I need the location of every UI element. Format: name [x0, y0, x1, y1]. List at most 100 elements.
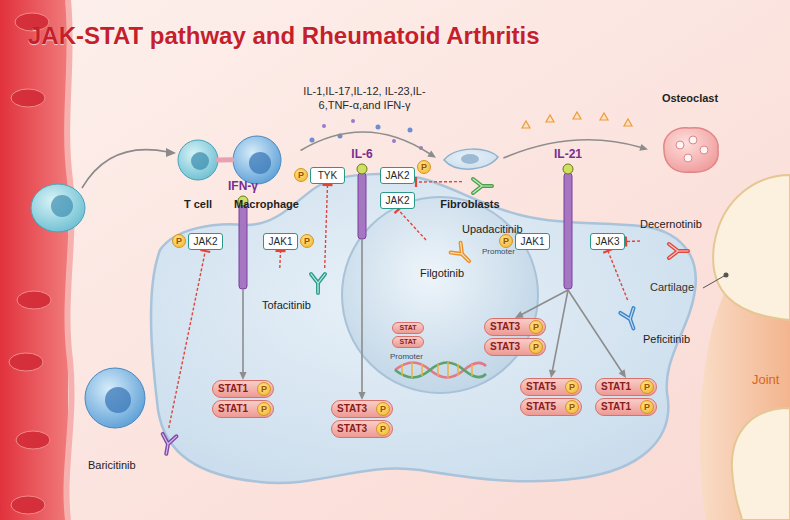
stat-protein: STAT3P: [484, 338, 546, 356]
inhibition-line: [626, 237, 640, 247]
phosphate-circle: P: [640, 400, 654, 414]
connector-line: [279, 251, 281, 268]
blue-immune-cell: [85, 368, 145, 428]
node-label: STAT3: [490, 321, 520, 333]
node-label: Osteoclast: [662, 92, 718, 105]
joint-bone: [700, 175, 790, 520]
node-label: P: [569, 383, 575, 392]
node-label: JAK3: [596, 236, 620, 248]
node-label: P: [304, 237, 310, 246]
edge-label: IL-1,IL-17,IL-12, IL-23,IL-6,TNF-α,and I…: [292, 84, 437, 113]
node-label: P: [298, 171, 304, 180]
phosphate-circle: P: [294, 168, 308, 182]
arrow-head: [619, 369, 626, 378]
node-label: P: [503, 237, 509, 246]
phosphate-circle: P: [529, 340, 543, 354]
kinase-box: TYK: [310, 167, 345, 184]
fibroblast-cell-body: [151, 174, 696, 483]
dna-helix: [395, 362, 486, 378]
t-cell-icon: [178, 140, 218, 180]
nucleus: [342, 197, 538, 393]
node-label: IL-6: [351, 148, 372, 162]
kinase-box: JAK1: [263, 233, 298, 250]
node-label: STAT1: [218, 383, 248, 395]
stat-protein: STAT1P: [212, 380, 274, 398]
node-label: P: [421, 163, 427, 172]
connector-line: [608, 251, 628, 300]
connector-line: [169, 251, 206, 428]
node-label: Peficitinib: [643, 333, 690, 346]
rankl-triangles: [522, 112, 632, 128]
connector-line: [416, 181, 462, 183]
node-label: P: [261, 405, 267, 414]
node-label: Tofacitinib: [262, 299, 311, 312]
node-label: STAT: [399, 338, 416, 346]
receptor: IFN-γ: [225, 180, 261, 290]
node-label: P: [644, 403, 650, 412]
connector-line: [626, 240, 640, 242]
node-label: P: [176, 237, 182, 246]
node-label: JAK2: [194, 236, 218, 248]
phosphate-circle: P: [376, 402, 390, 416]
connector-line: [552, 290, 568, 371]
phosphate-circle: P: [376, 422, 390, 436]
inhibition-bar: [625, 237, 628, 247]
node-label: STAT3: [337, 403, 367, 415]
node-label: P: [533, 343, 539, 352]
annotation-label: Joint: [752, 372, 779, 387]
inhibition-line: [323, 185, 333, 268]
phosphate-circle: P: [565, 380, 579, 394]
annotation-label: Cartilage: [650, 281, 694, 293]
pathway-arrow: [515, 290, 568, 318]
osteoclast-icon: [664, 128, 718, 173]
receptor: IL-6: [349, 148, 375, 240]
connector-line: [398, 210, 426, 240]
arrow-head: [427, 150, 436, 157]
node-label: STAT: [399, 324, 416, 332]
node-label: Fibroblasts: [440, 198, 499, 211]
node-label: STAT5: [526, 401, 556, 413]
node-label: Filgotinib: [420, 267, 464, 280]
node-label: P: [380, 425, 386, 434]
inhibition-line: [603, 249, 627, 300]
node-label: IFN-γ: [228, 180, 258, 194]
node-label: STAT5: [526, 381, 556, 393]
connector-line: [361, 240, 363, 393]
inhibition-line: [395, 206, 427, 240]
stat-protein: STAT1 P: [212, 400, 274, 418]
cell-icon: T cell: [178, 135, 218, 211]
macrophage-icon: [233, 136, 281, 184]
connector-line: [568, 290, 622, 372]
pathway-arrow: [568, 290, 626, 378]
node-label: Baricitinib: [88, 459, 136, 472]
migrating-cell: [31, 148, 176, 232]
stat-protein: STAT3 P: [484, 318, 546, 336]
inhibition-bar: [323, 184, 333, 187]
node-label: JAK2: [386, 195, 410, 207]
cell-contact: [218, 159, 232, 160]
inhibition-bar: [200, 250, 210, 252]
inhibition-bar: [276, 250, 286, 253]
stat-protein: STAT5 P: [520, 378, 582, 396]
stat-protein: STAT3 P: [331, 400, 393, 418]
drug-icon: Peficitinib: [612, 300, 690, 346]
phosphate-circle: P: [565, 400, 579, 414]
phosphate-circle: P: [529, 320, 543, 334]
node-label: STAT3: [337, 423, 367, 435]
annotation-label: Promoter: [482, 247, 515, 256]
cytokine-dots: [310, 119, 424, 150]
kinase-box: JAK1: [515, 233, 550, 250]
inhibition-line: [416, 177, 462, 187]
pathway-arrow: [549, 290, 568, 378]
node-label: P: [569, 403, 575, 412]
kinase-box: JAK3: [590, 233, 625, 250]
phosphate-circle: P: [300, 234, 314, 248]
node-label: P: [644, 383, 650, 392]
connector-line: [521, 290, 568, 315]
annotation-label: Promoter: [390, 352, 423, 361]
drug-icon: Decernotinib: [640, 218, 712, 264]
node-label: STAT1: [218, 403, 248, 415]
